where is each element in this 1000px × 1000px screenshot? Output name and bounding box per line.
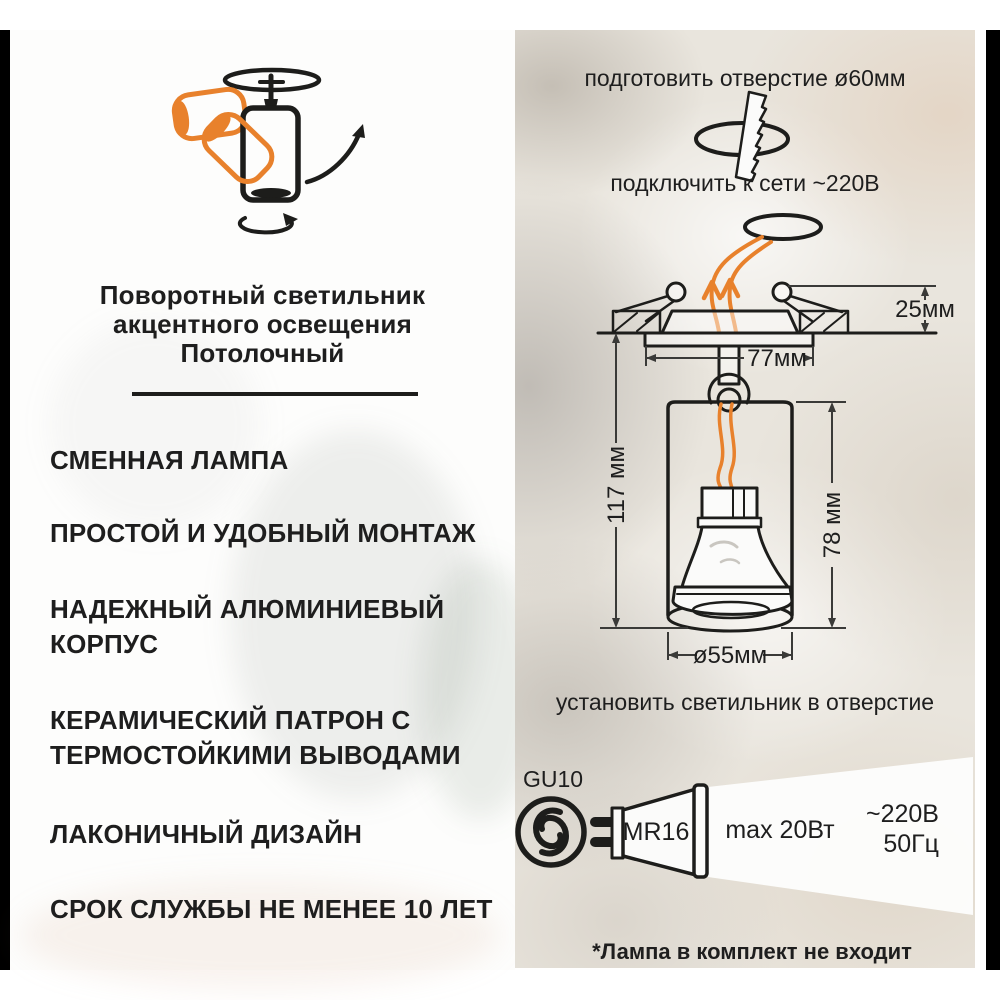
inner-wire-1 xyxy=(716,402,725,490)
step-prepare-hole-label: подготовить отверстие ø60мм xyxy=(584,65,905,91)
reflector-rim xyxy=(671,585,794,616)
dimension-total-height: 117 мм xyxy=(600,333,688,629)
total-height-label: 117 мм xyxy=(603,446,630,524)
light-beam xyxy=(708,757,973,915)
frequency-label: 50Гц xyxy=(883,830,939,858)
faint-wall-shape xyxy=(50,320,260,530)
lamp-type-label: MR16 xyxy=(623,818,690,846)
mains-wires-icon xyxy=(701,213,823,334)
socket-type-label: GU10 xyxy=(523,766,583,792)
rotated-position-ghost-2 xyxy=(201,111,275,185)
feature-ceramic-socket: КЕРАМИЧЕСКИЙ ПАТРОН С ТЕРМОСТОЙКИМИ ВЫВО… xyxy=(50,705,461,770)
hole-saw-icon xyxy=(694,90,790,183)
body-height-label: 78 мм xyxy=(819,492,846,558)
product-summary-panel: Поворотный светильник акцентного освещен… xyxy=(10,30,540,990)
lamp-not-included-note: *Лампа в комплект не входит xyxy=(592,939,912,964)
ceramic-socket xyxy=(700,486,759,520)
mr16-lamp-icon xyxy=(590,783,709,879)
recess-depth-label: 25мм xyxy=(895,296,955,323)
right-black-border xyxy=(986,30,1000,970)
max-power-label: max 20Вт xyxy=(725,816,835,844)
divider-line xyxy=(132,392,418,396)
feature-easy-mounting: ПРОСТОЙ И УДОБНЫЙ МОНТАЖ xyxy=(50,518,476,548)
body-diameter-label: ø55мм xyxy=(693,642,767,669)
lamp-opening xyxy=(251,188,291,198)
faint-floor-shape xyxy=(20,880,500,990)
faint-room-photo-shape xyxy=(230,430,480,800)
inner-wire-2 xyxy=(728,402,736,490)
dimension-body-diameter: ø55мм xyxy=(667,632,793,669)
product-title-line3: Потолочный xyxy=(180,338,345,369)
tilt-arrow-icon xyxy=(304,124,365,185)
installation-diagram: подготовить отверстие ø60мм подключить к… xyxy=(515,65,973,964)
swivel-spotlight-illustration xyxy=(171,67,365,235)
product-title-line1: Поворотный светильник xyxy=(99,280,426,311)
dimension-body-height: 78 мм xyxy=(781,401,846,629)
lamp-cross-section xyxy=(666,400,794,633)
reflector-bell xyxy=(680,525,790,589)
step-install-label: установить светильник в отверстие xyxy=(556,689,934,715)
voltage-label: ~220В xyxy=(866,800,939,828)
left-black-border xyxy=(0,30,10,970)
feature-service-life: СРОК СЛУЖБЫ НЕ МЕНЕЕ 10 ЛЕТ xyxy=(50,894,493,924)
feature-aluminium-body: НАДЕЖНЫЙ АЛЮМИНИЕВЫЙ КОРПУС xyxy=(50,594,445,659)
gu10-socket-icon xyxy=(515,796,587,868)
rotation-arrow-icon xyxy=(237,213,298,235)
feature-laconic-design: ЛАКОНИЧНЫЙ ДИЗАЙН xyxy=(50,819,363,849)
product-title: Поворотный светильник акцентного освещен… xyxy=(10,281,515,368)
installation-panel: подготовить отверстие ø60мм подключить к… xyxy=(515,30,975,968)
flange-width-label: 77мм xyxy=(747,345,807,372)
step-connect-mains-label: подключить к сети ~220В xyxy=(610,170,879,196)
dimension-flange-width: 77мм xyxy=(645,345,814,372)
feature-replaceable-lamp: СМЕННАЯ ЛАМПА xyxy=(50,445,289,475)
swivel-joint xyxy=(707,372,751,413)
dimension-recess-depth: 25мм xyxy=(788,285,955,333)
product-title-line2: акцентного освещения xyxy=(113,309,412,340)
